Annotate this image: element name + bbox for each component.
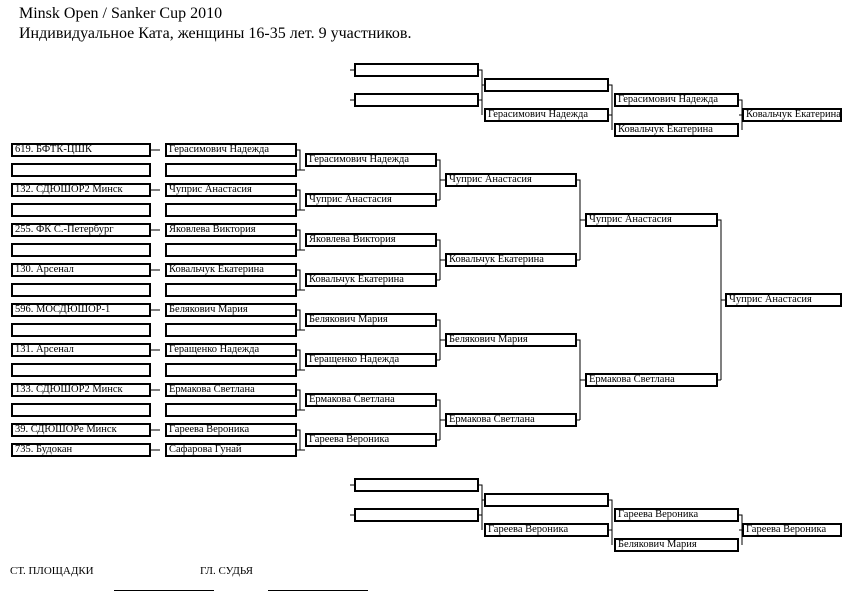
bracket-slot-club bbox=[11, 283, 151, 297]
bracket-slot-round1: Ковальчук Екатерина bbox=[165, 263, 297, 277]
repechage-top-winner: Ковальчук Екатерина bbox=[742, 108, 842, 122]
bracket-slot-round1: Белякович Мария bbox=[165, 303, 297, 317]
bracket-slot-club: 39. СДЮШОРе Минск bbox=[11, 423, 151, 437]
repechage-top-slot bbox=[354, 63, 479, 77]
bracket-slot-final: Чуприс Анастасия bbox=[725, 293, 842, 307]
repechage-top-stage2 bbox=[484, 78, 609, 92]
bracket-slot-club: 255. ФК С.-Петербург bbox=[11, 223, 151, 237]
bracket-slot-round3: Ковальчук Екатерина bbox=[445, 253, 577, 267]
bracket-slot-round2: Герасимович Надежда bbox=[305, 153, 437, 167]
bracket-slot-club: 596. МОСДЮШОР-1 bbox=[11, 303, 151, 317]
repechage-bottom-stage3: Белякович Мария bbox=[614, 538, 739, 552]
chief-judge-signature-line bbox=[268, 590, 368, 591]
repechage-bottom-stage2: Гареева Вероника bbox=[484, 523, 609, 537]
bracket-slot-round1: Герасимович Надежда bbox=[165, 143, 297, 157]
bracket-slot-club: 130. Арсенал bbox=[11, 263, 151, 277]
bracket-slot-round2: Белякович Мария bbox=[305, 313, 437, 327]
bracket-slot-round1 bbox=[165, 363, 297, 377]
repechage-bottom-winner: Гареева Вероника bbox=[742, 523, 842, 537]
bracket-slot-round1: Геращенко Надежда bbox=[165, 343, 297, 357]
bracket-slot-round1 bbox=[165, 163, 297, 177]
repechage-top-slot bbox=[354, 93, 479, 107]
bracket-slot-club bbox=[11, 363, 151, 377]
bracket-slot-semifinal: Чуприс Анастасия bbox=[585, 213, 718, 227]
bracket-slot-round1 bbox=[165, 243, 297, 257]
repechage-bottom-stage2 bbox=[484, 493, 609, 507]
bracket-slot-round2: Яковлева Виктория bbox=[305, 233, 437, 247]
bracket-slot-round2: Ковальчук Екатерина bbox=[305, 273, 437, 287]
bracket-slot-round3: Чуприс Анастасия bbox=[445, 173, 577, 187]
bracket-slot-round1 bbox=[165, 403, 297, 417]
bracket-slot-round1: Чуприс Анастасия bbox=[165, 183, 297, 197]
bracket-slot-round2: Чуприс Анастасия bbox=[305, 193, 437, 207]
bracket-slot-round1: Ермакова Светлана bbox=[165, 383, 297, 397]
bracket-slot-round2: Ермакова Светлана bbox=[305, 393, 437, 407]
bracket-slot-club bbox=[11, 323, 151, 337]
page-subtitle: Индивидуальное Ката, женщины 16-35 лет. … bbox=[19, 25, 412, 42]
bracket-slot-club: 132. СДЮШОР2 Минск bbox=[11, 183, 151, 197]
page-title: Minsk Open / Sanker Cup 2010 bbox=[19, 5, 223, 22]
bracket-slot-club: 133. СДЮШОР2 Минск bbox=[11, 383, 151, 397]
repechage-bottom-slot bbox=[354, 508, 479, 522]
site-chief-signature-line bbox=[114, 590, 214, 591]
bracket-slot-round1 bbox=[165, 203, 297, 217]
bracket-slot-round1 bbox=[165, 283, 297, 297]
bracket-slot-club bbox=[11, 403, 151, 417]
bracket-slot-semifinal: Ермакова Светлана bbox=[585, 373, 718, 387]
repechage-top-stage2: Герасимович Надежда bbox=[484, 108, 609, 122]
repechage-bottom-slot bbox=[354, 478, 479, 492]
repechage-top-stage3: Ковальчук Екатерина bbox=[614, 123, 739, 137]
bracket-slot-round2: Гареева Вероника bbox=[305, 433, 437, 447]
bracket-slot-club bbox=[11, 203, 151, 217]
bracket-slot-round3: Белякович Мария bbox=[445, 333, 577, 347]
bracket-slot-club bbox=[11, 163, 151, 177]
repechage-bottom-stage3: Гареева Вероника bbox=[614, 508, 739, 522]
bracket-slot-round1: Сафарова Гунай bbox=[165, 443, 297, 457]
bracket-slot-club: 619. БФТК-ЦШК bbox=[11, 143, 151, 157]
bracket-slot-round1: Яковлева Виктория bbox=[165, 223, 297, 237]
bracket-slot-club: 735. Будокан bbox=[11, 443, 151, 457]
bracket-slot-round1 bbox=[165, 323, 297, 337]
bracket-slot-round3: Ермакова Светлана bbox=[445, 413, 577, 427]
repechage-top-stage3: Герасимович Надежда bbox=[614, 93, 739, 107]
bracket-slot-club bbox=[11, 243, 151, 257]
site-chief-label: СТ. ПЛОЩАДКИ bbox=[10, 565, 94, 577]
bracket-slot-round1: Гареева Вероника bbox=[165, 423, 297, 437]
chief-judge-label: ГЛ. СУДЬЯ bbox=[200, 565, 253, 577]
bracket-slot-round2: Геращенко Надежда bbox=[305, 353, 437, 367]
bracket-slot-club: 131. Арсенал bbox=[11, 343, 151, 357]
